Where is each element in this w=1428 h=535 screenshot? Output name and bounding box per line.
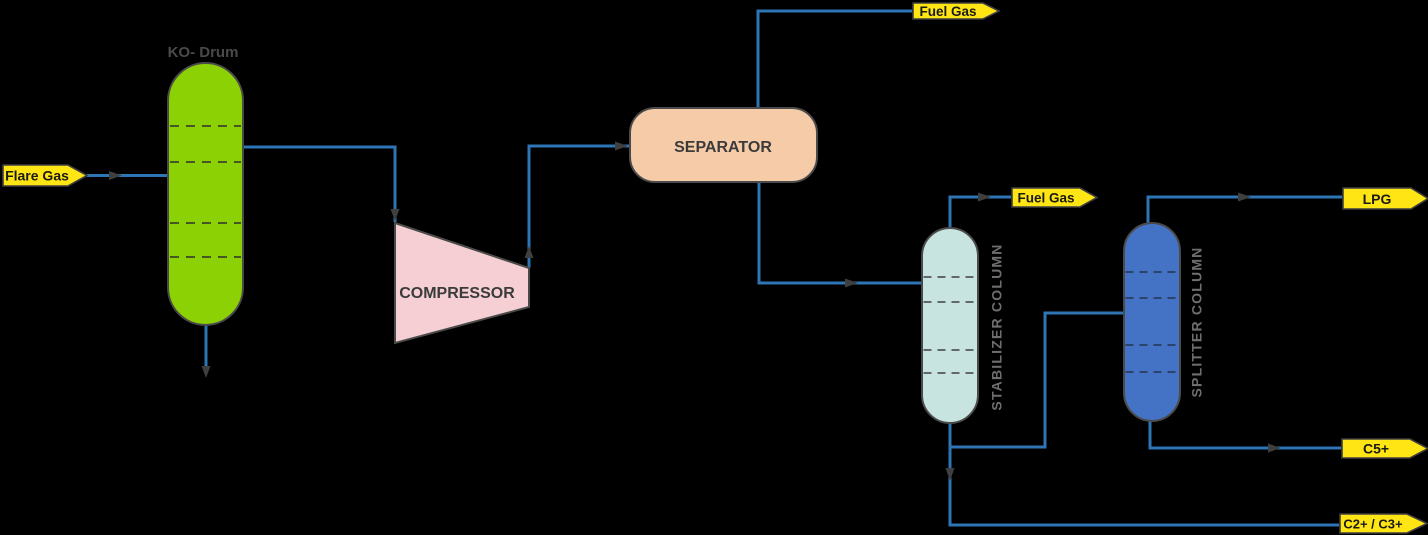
flow-arrow-icon: [1238, 192, 1251, 202]
separator-label: SEPARATOR: [674, 139, 772, 156]
ko-drum-label: KO- Drum: [168, 44, 239, 61]
fuel-gas-label: Fuel Gas: [919, 4, 976, 19]
compressor: COMPRESSOR: [394, 221, 530, 345]
lpg-label: LPG: [1363, 191, 1392, 207]
flow-arrow-icon: [1268, 443, 1281, 453]
flow-arrows: [109, 141, 1281, 481]
c5-plus-label: C5+: [1363, 441, 1389, 457]
c2-c3-plus-label: C2+ / C3+: [1343, 517, 1403, 532]
stabilizer-column: STABILIZER COLUMN: [921, 227, 1005, 424]
flow-arrow-icon: [390, 209, 400, 221]
c5-plus-flag: C5+: [1341, 438, 1428, 459]
stabilizer-column-label: STABILIZER COLUMN: [989, 243, 1005, 410]
flow-arrow-icon: [615, 141, 628, 151]
compressor-body: [394, 221, 530, 345]
flare-gas-label: Flare Gas: [5, 168, 69, 184]
flow-arrow-icon: [109, 171, 122, 180]
splitter-column: SPLITTER COLUMN: [1123, 222, 1205, 422]
separator: SEPARATOR: [629, 107, 818, 183]
stream-flag-shape: [1339, 513, 1428, 534]
c2-c3-plus-flag: C2+ / C3+: [1339, 513, 1428, 534]
ko-drum-vessel: [167, 62, 244, 326]
flow-arrow-icon: [845, 278, 858, 288]
separator-vessel: [629, 107, 818, 183]
stream-flag-shape: [912, 2, 1001, 20]
stream-flag-shape: [1011, 187, 1099, 208]
fuel-gas-flag-separator: Fuel Gas: [912, 2, 1001, 20]
compressor-label: COMPRESSOR: [399, 285, 515, 302]
pipe-splitter-to-lpg: [1146, 195, 1342, 223]
pipe-ko-drum-to-compressor: [243, 145, 397, 222]
splitter-column-vessel: [1123, 222, 1181, 422]
splitter-column-label: SPLITTER COLUMN: [1189, 247, 1205, 398]
flow-arrow-icon: [524, 246, 534, 258]
stream-flag-shape: [1342, 187, 1428, 210]
pipe-compressor-to-separator: [527, 144, 630, 268]
pipe-separator-to-stabilizer: [757, 182, 921, 285]
pipe-stabilizer-to-splitter: [950, 311, 1123, 449]
flow-arrow-icon: [978, 192, 991, 202]
pipe-stabilizer-bottoms-to-c2-c3: [948, 423, 1339, 527]
stabilizer-column-vessel: [921, 227, 979, 424]
lpg-flag: LPG: [1342, 187, 1428, 210]
flow-arrow-icon: [201, 366, 211, 378]
flow-arrow-icon: [945, 468, 955, 481]
stream-flag-shape: [1341, 438, 1428, 459]
fuel-gas-flag-stabilizer: Fuel Gas: [1011, 187, 1099, 208]
stream-flag-shape: [2, 164, 89, 187]
ko-drum: KO- Drum: [167, 44, 244, 326]
flare-gas-flag: Flare Gas: [2, 164, 89, 187]
fuel-gas-label: Fuel Gas: [1017, 191, 1074, 206]
pipe-separator-to-fuel-gas: [756, 9, 912, 108]
